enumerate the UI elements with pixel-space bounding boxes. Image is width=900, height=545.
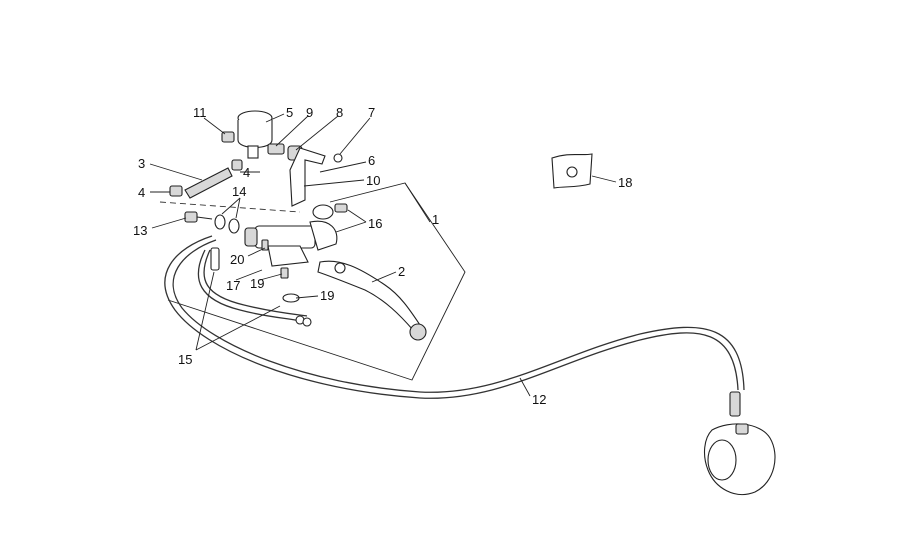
screw-19 [280,267,289,279]
callout-19a: 19 [250,276,264,291]
lever-tip [409,323,427,341]
lever-pivot [334,262,346,274]
callout-19b: 19 [320,288,334,303]
switch-15 [210,247,220,271]
assembly-outline [167,182,466,381]
cylinder-mount [267,245,309,267]
leader-lines [149,113,617,397]
grommet-11 [221,131,235,143]
fitting-9 [267,143,285,155]
clutch-hose [164,235,739,399]
callout-4b: 4 [138,185,145,200]
washer-14b [228,218,240,234]
callout-11: 11 [193,105,207,120]
screw-13 [184,211,198,223]
bracket-6 [289,147,326,207]
slave-bleeder [735,423,749,435]
callout-4a: 4 [243,165,250,180]
clamp-block [309,220,338,251]
bolt-16 [334,203,348,213]
callout-8: 8 [336,105,343,120]
callout-7: 7 [368,105,375,120]
callout-3: 3 [138,156,145,171]
seal-kit-item [566,166,578,178]
callout-14: 14 [232,184,246,199]
switch-wire [197,249,306,323]
callout-18: 18 [618,175,632,190]
callout-9: 9 [306,105,313,120]
callout-16: 16 [368,216,382,231]
reservoir-body [237,120,273,149]
callout-1: 1 [432,212,439,227]
screw-20 [261,239,269,251]
callout-6: 6 [368,153,375,168]
callout-5: 5 [286,105,293,120]
slave-cylinder-face [707,439,737,481]
clamp-4-lower [169,185,183,197]
cylinder-port [312,204,334,220]
bolt-7 [333,153,343,163]
clutch-hose-inner [172,239,745,393]
callout-2: 2 [398,264,405,279]
callout-15: 15 [178,352,192,367]
reservoir-hose [184,167,233,199]
callout-10: 10 [366,173,380,188]
washer-14a [214,214,226,230]
callout-17: 17 [226,278,240,293]
hose-end-fitting [729,391,741,417]
clamp-4-upper [231,159,243,171]
callout-13: 13 [133,223,147,238]
callout-12: 12 [532,392,546,407]
callout-20: 20 [230,252,244,267]
cylinder-end [244,227,258,247]
reservoir-outlet [247,145,259,159]
screw-13-shaft [196,216,213,220]
wire-connector-2 [302,317,312,327]
switch-wire-2 [203,249,308,317]
